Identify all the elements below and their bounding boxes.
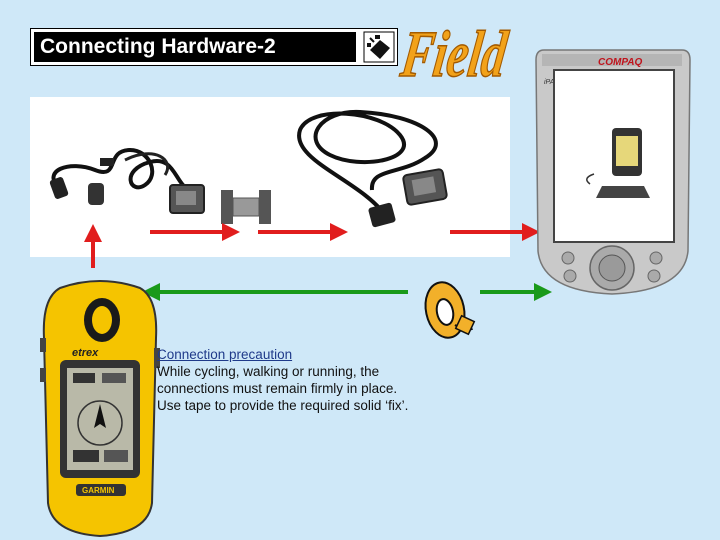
connection-arrows-red [84,223,540,268]
precaution-line-2: connections must remain firmly in place. [157,381,398,396]
pda-image: COMPAQ iPAQ [535,49,691,295]
pda-cradle-thumbnail [586,128,650,198]
field-logo: Field [396,18,513,92]
slide-title: Connecting Hardware-2 [34,32,356,62]
precaution-line-1: While cycling, walking or running, the [157,364,380,379]
title-box: Connecting Hardware-2 [30,28,398,66]
gps-image: etrex GARMIN [40,280,160,538]
title-graphic-icon [363,31,395,63]
tape-roll-image [424,281,476,339]
gps-name: etrex [72,347,99,359]
pda-brand: COMPAQ [598,57,642,68]
gps-brand: GARMIN [82,486,115,495]
connection-precaution: Connection precaution While cycling, wal… [157,346,477,414]
field-logo-text: Field [396,18,512,91]
pda-model: iPAQ [544,79,560,86]
precaution-line-3: Use tape to provide the required solid ‘… [157,398,409,413]
serial-cable-image [297,109,448,228]
adapter-image [221,190,271,224]
direct-connection-arrow-green [142,283,552,301]
precaution-heading: Connection precaution [157,347,293,362]
cable-image [49,147,205,214]
